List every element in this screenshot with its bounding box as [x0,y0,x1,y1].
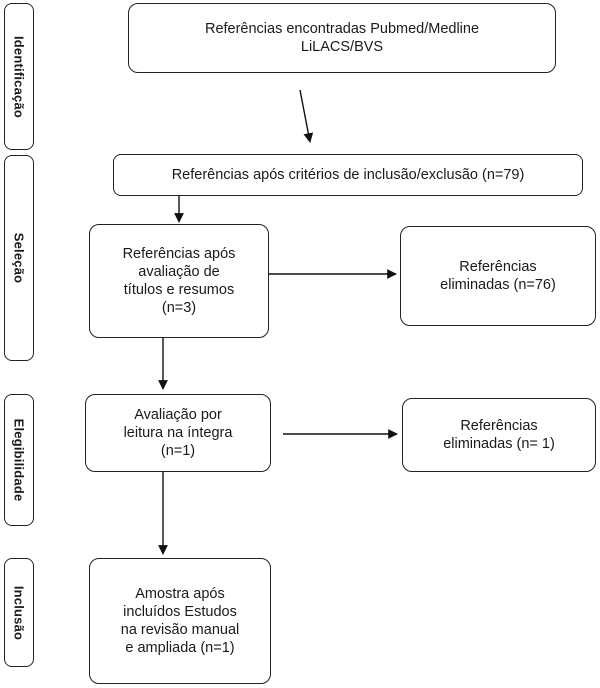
phase-identificacao: Identificação [4,3,34,150]
phase-elegibilidade: Elegibilidade [4,394,34,526]
box-eliminated-2-text: Referências eliminadas (n= 1) [443,418,555,452]
box-references-found-text: Referências encontradas Pubmed/Medline L… [204,21,480,55]
box-after-titles-text: Referências após avaliação de títulos e … [122,246,236,316]
box-full-reading: Avaliação por leitura na íntegra (n=1) [85,394,271,472]
box-eliminated-1: Referências eliminadas (n=76) [400,226,596,326]
box-after-criteria: Referências após critérios de inclusão/e… [113,154,583,196]
arrow-found-to-criteria [299,89,314,143]
box-after-titles: Referências após avaliação de títulos e … [89,224,269,338]
phase-inclusao: Inclusão [4,558,34,667]
box-references-found: Referências encontradas Pubmed/Medline L… [128,3,556,73]
box-eliminated-2: Referências eliminadas (n= 1) [402,398,596,472]
box-sample-text: Amostra após incluídos Estudos na revisã… [120,586,240,656]
phase-selecao: Seleção [4,155,34,361]
box-eliminated-1-text: Referências eliminadas (n=76) [440,259,556,293]
box-sample: Amostra após incluídos Estudos na revisã… [89,558,271,684]
box-full-reading-text: Avaliação por leitura na íntegra (n=1) [123,407,233,459]
box-after-criteria-text: Referências após critérios de inclusão/e… [171,167,525,183]
